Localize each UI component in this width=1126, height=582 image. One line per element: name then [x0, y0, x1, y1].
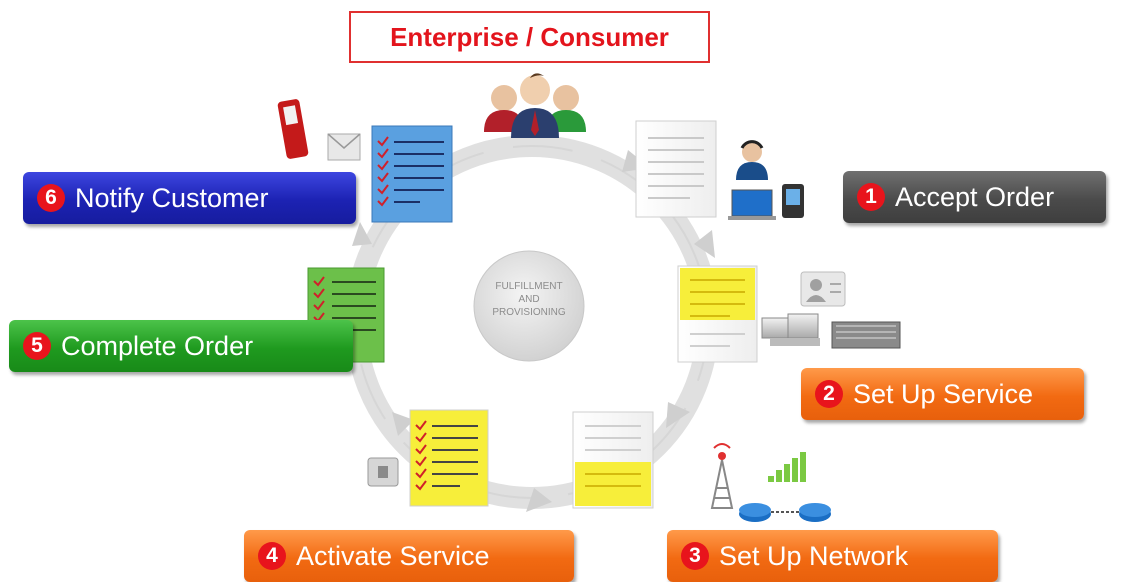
- signal-bars-icon: [768, 452, 806, 482]
- diagram-title: Enterprise / Consumer: [349, 11, 710, 63]
- step-set-up-service: 2 Set Up Service: [801, 368, 1084, 420]
- step-number-badge: 4: [258, 542, 286, 570]
- center-label: FULFILLMENT AND PROVISIONING: [474, 280, 584, 319]
- server-icon: [761, 313, 901, 349]
- center-circle: [473, 250, 585, 362]
- checklist-icon: [409, 409, 489, 507]
- step-number-badge: 3: [681, 542, 709, 570]
- mobile-phone-icon: [782, 184, 804, 218]
- step-label: Activate Service: [296, 540, 490, 571]
- step-complete-order: 5 Complete Order: [9, 320, 353, 372]
- step-accept-order: 1 Accept Order: [843, 171, 1106, 223]
- ring-arrow-4: [526, 488, 552, 512]
- document-icon: [635, 120, 717, 218]
- checklist-icon: [371, 125, 453, 223]
- mobile-phone-icon: [277, 99, 309, 159]
- ring-arrow-2: [694, 230, 715, 258]
- step-notify-customer: 6 Notify Customer: [23, 172, 356, 224]
- step-number-badge: 1: [857, 183, 885, 211]
- step-label: Accept Order: [895, 181, 1055, 212]
- laptop-icon: [728, 189, 776, 220]
- step-label: Complete Order: [61, 330, 254, 361]
- step-number-badge: 6: [37, 184, 65, 212]
- envelope-icon: [327, 133, 361, 161]
- ring-arrow-6: [352, 222, 372, 246]
- router-icon: [739, 503, 831, 522]
- document-icon: [572, 411, 654, 509]
- ring-arrow-3: [666, 402, 690, 428]
- step-number-badge: 2: [815, 380, 843, 408]
- call-center-agent-icon: [736, 140, 768, 180]
- people-group-icon: [484, 73, 586, 138]
- step-label: Set Up Service: [853, 378, 1034, 409]
- center-label-line3: PROVISIONING: [492, 307, 566, 318]
- step-number-badge: 5: [23, 332, 51, 360]
- ring-arrow-5: [392, 412, 414, 436]
- contact-card-icon: [800, 271, 846, 307]
- cell-tower-icon: [710, 443, 734, 509]
- center-label-line1: FULFILLMENT: [495, 281, 563, 292]
- lock-icon: [367, 457, 399, 487]
- step-label: Set Up Network: [719, 540, 909, 571]
- step-set-up-network: 3 Set Up Network: [667, 530, 998, 582]
- step-activate-service: 4 Activate Service: [244, 530, 574, 582]
- step-label: Notify Customer: [75, 182, 269, 213]
- document-icon: [677, 265, 758, 363]
- center-label-line2: AND: [518, 294, 540, 305]
